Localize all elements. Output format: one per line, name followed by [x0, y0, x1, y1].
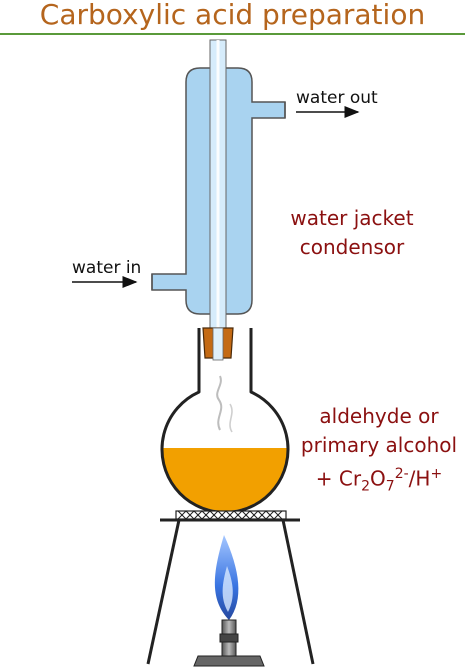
tripod	[146, 518, 315, 665]
condenser	[151, 39, 286, 329]
mixture-label-line2: primary alcohol	[300, 433, 458, 457]
stopper	[202, 327, 234, 361]
bunsen-flame	[214, 535, 239, 620]
wire-gauze	[175, 510, 287, 520]
title-divider	[0, 33, 465, 35]
page-title: Carboxylic acid preparation	[39, 0, 426, 31]
water-out-label: water out	[296, 88, 378, 108]
condenser-label: water jacket condensor	[272, 204, 432, 262]
condenser-label-line2: condensor	[299, 235, 405, 259]
reaction-mixture-label: aldehyde or primary alcohol + Cr2O72-/H+	[300, 402, 458, 502]
water-in-label: water in	[72, 258, 142, 278]
liquid-fill	[162, 448, 288, 511]
bunsen-burner	[193, 619, 265, 667]
condenser-label-line1: water jacket	[290, 206, 414, 230]
vapour-wisp	[216, 375, 223, 431]
mixture-label-reagent: + Cr2O72-/H+	[315, 466, 443, 495]
mixture-label-line1: aldehyde or	[319, 404, 439, 428]
